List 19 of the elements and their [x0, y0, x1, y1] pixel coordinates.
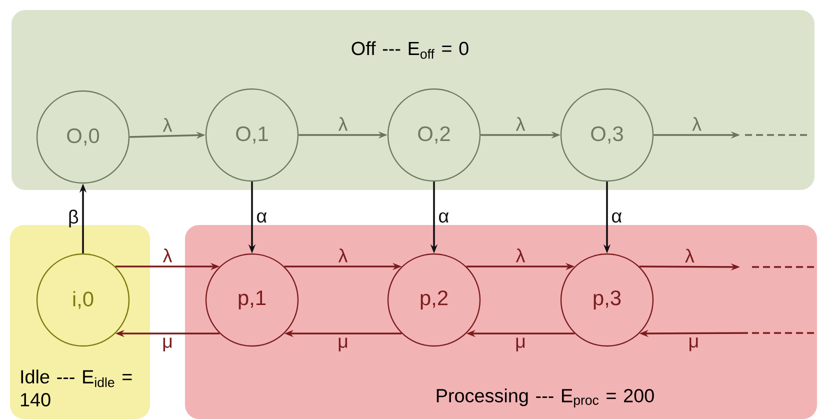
region-title: Off --- E$_{off}$ = 0: [352, 41, 468, 59]
edge-label: μ: [690, 337, 698, 352]
edge-label: β: [69, 210, 78, 228]
edge-label: λ: [338, 117, 348, 131]
edge-label: λ: [162, 248, 172, 262]
edge-label: α: [439, 212, 449, 223]
edge-label: λ: [162, 118, 172, 132]
edge-label: μ: [163, 338, 172, 352]
edge-label: α: [612, 212, 622, 223]
region-title: Idle --- E$_{idle}$ = 140: [20, 370, 132, 406]
edge-label: λ: [516, 117, 526, 131]
edge-label: λ: [338, 248, 348, 262]
edge-label: α: [257, 212, 267, 223]
edge-label: λ: [685, 248, 694, 263]
edge-label: λ: [692, 117, 702, 131]
region-title: Processing --- E$_{proc}$ = 200: [436, 388, 654, 408]
edge-label: μ: [338, 338, 348, 352]
edge-label: λ: [516, 248, 526, 262]
edge-label: μ: [516, 338, 525, 352]
